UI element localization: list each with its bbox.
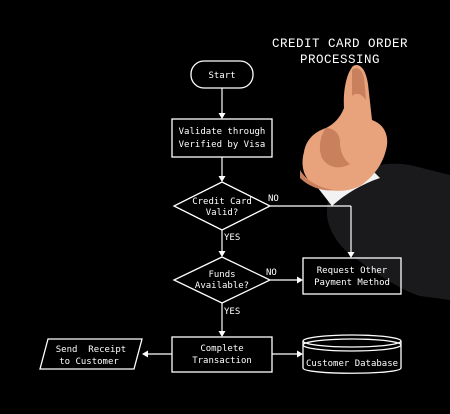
validate-label-line-1: Validate through xyxy=(179,127,266,137)
validate-node: Validate through Verified by Visa xyxy=(171,118,273,158)
funds-no-label: NO xyxy=(266,268,277,278)
funds-available-decision: Funds Available? xyxy=(172,256,272,304)
arrowhead xyxy=(142,350,148,358)
arrowhead xyxy=(297,350,303,358)
arrowhead xyxy=(218,251,226,257)
start-label: Start xyxy=(208,71,235,81)
ccvalid-label-line-2: Valid? xyxy=(206,208,239,218)
complete-transaction-node: Complete Transaction xyxy=(171,336,273,373)
arrowhead xyxy=(297,276,303,284)
receipt-label-line-2: to Customer xyxy=(59,357,119,367)
complete-label-line-2: Transaction xyxy=(192,356,252,366)
start-node: Start xyxy=(190,60,254,89)
pointing-hand-illustration xyxy=(300,64,450,300)
ccvalid-no-label: NO xyxy=(268,194,279,204)
funds-label-line-2: Available? xyxy=(195,281,249,291)
request-label-line-2: Payment Method xyxy=(314,278,390,288)
arrowhead xyxy=(347,252,355,258)
arrowhead xyxy=(218,331,226,337)
ccvalid-yes-label: YES xyxy=(224,233,240,243)
funds-yes-label: YES xyxy=(224,307,240,317)
request-label-line-1: Request Other xyxy=(317,266,388,276)
arrowhead xyxy=(218,113,226,119)
arrowhead xyxy=(218,176,226,182)
title-line-1: CREDIT CARD ORDER xyxy=(272,37,408,51)
credit-card-valid-decision: Credit Card Valid? xyxy=(172,181,272,231)
send-receipt-node: Send Receipt to Customer xyxy=(39,338,143,370)
validate-label-line-2: Verified by Visa xyxy=(179,140,266,150)
ccvalid-label-line-1: Credit Card xyxy=(192,197,252,207)
customer-database-node: Customer Database xyxy=(302,334,402,374)
request-other-payment-node: Request Other Payment Method xyxy=(302,257,402,295)
complete-label-line-1: Complete xyxy=(200,344,243,354)
database-label: Customer Database xyxy=(306,359,398,369)
receipt-label-line-1: Send Receipt xyxy=(56,345,126,355)
funds-label-line-1: Funds xyxy=(208,270,235,280)
title-line-2: PROCESSING xyxy=(300,53,380,67)
